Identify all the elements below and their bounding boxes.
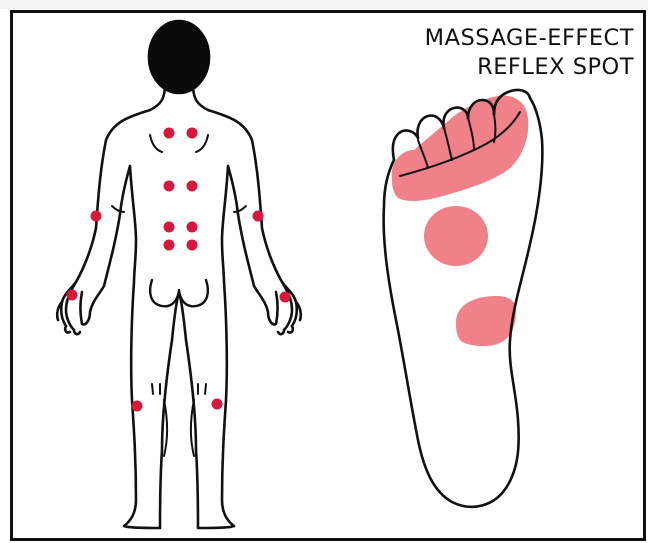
arch-reflex-zone (424, 206, 488, 266)
foot-figure (384, 90, 543, 507)
buttocks-line (150, 280, 208, 306)
spot-left-elbow (91, 211, 102, 222)
spot-lower-back-left-2 (164, 240, 175, 251)
knee-marks (152, 384, 206, 394)
spot-left-knee (132, 401, 143, 412)
head (149, 21, 209, 93)
spot-upper-back-left (164, 128, 175, 139)
spot-right-elbow (253, 211, 264, 222)
body-figure (57, 21, 301, 528)
shoulder-blade-right (196, 135, 208, 152)
body-outline-right (180, 88, 297, 528)
shoulder-blade-left (150, 135, 162, 152)
spot-right-hand (280, 292, 291, 303)
legend-title: MASSAGE-EFFECT REFLEX SPOT (425, 24, 634, 82)
spot-right-knee (212, 399, 223, 410)
spot-upper-back-right (187, 128, 198, 139)
spot-left-hand (67, 290, 78, 301)
spot-mid-back-left (164, 181, 175, 192)
heel-reflex-zone (456, 296, 516, 346)
legend-line-2: REFLEX SPOT (425, 53, 634, 82)
spot-lower-back-right-2 (187, 240, 198, 251)
legend-line-1: MASSAGE-EFFECT (425, 24, 634, 53)
calf-lines (164, 400, 194, 456)
spot-mid-back-right (187, 181, 198, 192)
spot-lower-back-right-1 (187, 222, 198, 233)
spot-lower-back-left-1 (164, 222, 175, 233)
toe-base-reflex-zone (392, 96, 529, 201)
body-outline-left (61, 88, 178, 528)
